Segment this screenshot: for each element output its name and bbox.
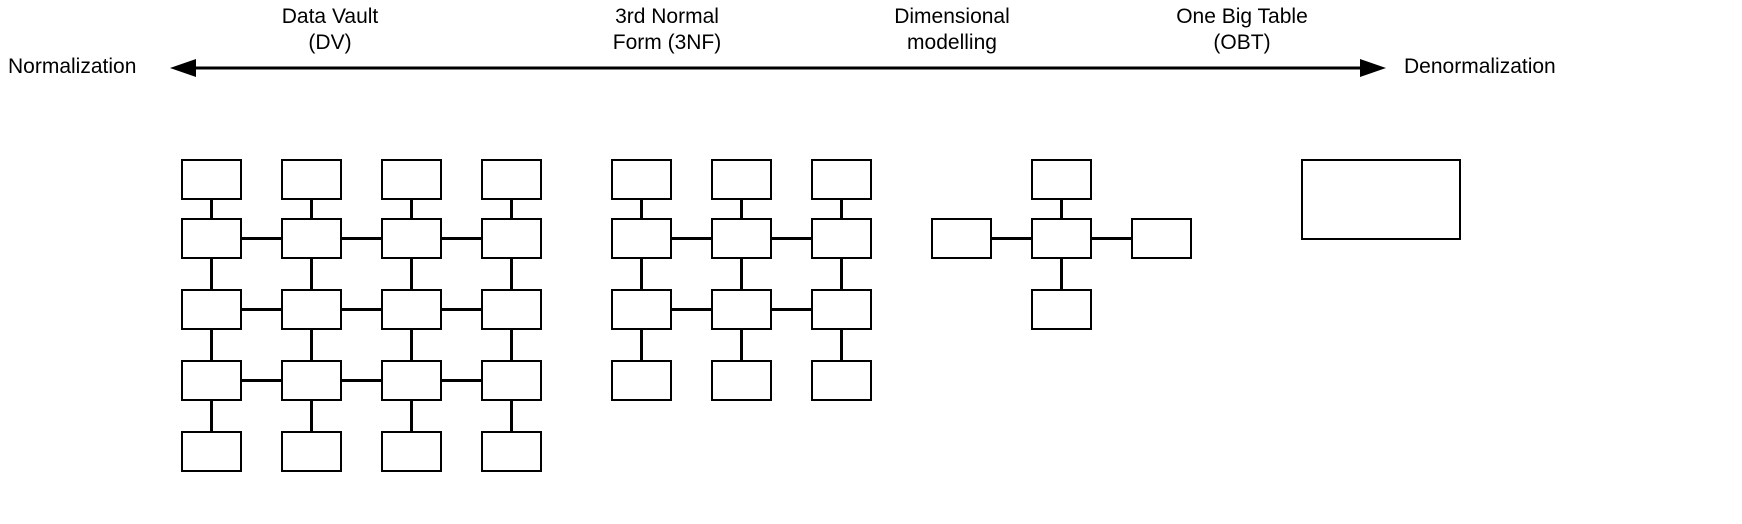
- connector-vertical: [640, 259, 643, 289]
- table-node: [811, 289, 872, 330]
- connector-horizontal: [672, 237, 711, 240]
- table-node: [181, 218, 242, 259]
- table-node: [611, 289, 672, 330]
- table-node: [811, 218, 872, 259]
- connector-vertical: [840, 259, 843, 289]
- table-node: [481, 289, 542, 330]
- connector-horizontal: [672, 308, 711, 311]
- table-node: [381, 431, 442, 472]
- table-node: [611, 360, 672, 401]
- table-node: [381, 159, 442, 200]
- table-node: [281, 360, 342, 401]
- connector-vertical: [410, 330, 413, 360]
- connector-horizontal: [242, 379, 281, 382]
- table-node: [481, 218, 542, 259]
- connector-horizontal: [442, 237, 481, 240]
- table-node: [481, 431, 542, 472]
- connector-horizontal: [242, 237, 281, 240]
- table-node: [711, 159, 772, 200]
- connector-horizontal: [442, 308, 481, 311]
- connector-vertical: [210, 330, 213, 360]
- connector-horizontal: [992, 237, 1031, 240]
- table-node: [1031, 289, 1092, 330]
- connector-horizontal: [772, 308, 811, 311]
- table-node: [1031, 159, 1092, 200]
- table-node: [711, 360, 772, 401]
- table-node: [711, 218, 772, 259]
- table-node: [611, 218, 672, 259]
- table-node: [481, 159, 542, 200]
- table-node: [281, 218, 342, 259]
- connector-vertical: [740, 200, 743, 218]
- connector-vertical: [210, 401, 213, 431]
- stage-label-dv: Data Vault (DV): [281, 5, 379, 54]
- connector-vertical: [210, 200, 213, 218]
- connector-vertical: [640, 200, 643, 218]
- connector-vertical: [840, 200, 843, 218]
- connector-vertical: [210, 259, 213, 289]
- table-node: [811, 159, 872, 200]
- connector-vertical: [510, 259, 513, 289]
- table-node: [811, 360, 872, 401]
- connector-vertical: [310, 200, 313, 218]
- connector-horizontal: [442, 379, 481, 382]
- connector-vertical: [640, 330, 643, 360]
- connector-vertical: [410, 200, 413, 218]
- table-node: [711, 289, 772, 330]
- table-node: [181, 360, 242, 401]
- table-node: [611, 159, 672, 200]
- connector-vertical: [510, 200, 513, 218]
- connector-vertical: [510, 330, 513, 360]
- table-node: [931, 218, 992, 259]
- normalization-spectrum-arrow: [170, 59, 1386, 77]
- table-node: [281, 289, 342, 330]
- stage-label-3nf: 3rd Normal Form (3NF): [612, 5, 722, 54]
- connector-vertical: [510, 401, 513, 431]
- connector-vertical: [410, 259, 413, 289]
- axis-label-normalization: Normalization: [8, 55, 137, 78]
- connector-vertical: [410, 401, 413, 431]
- table-node: [1131, 218, 1192, 259]
- connector-vertical: [840, 330, 843, 360]
- table-node: [181, 159, 242, 200]
- connector-horizontal: [342, 308, 381, 311]
- table-node: [181, 431, 242, 472]
- connector-vertical: [310, 259, 313, 289]
- connector-horizontal: [772, 237, 811, 240]
- connector-horizontal: [242, 308, 281, 311]
- connector-vertical: [740, 259, 743, 289]
- table-node: [181, 289, 242, 330]
- connector-horizontal: [342, 379, 381, 382]
- table-node: [381, 360, 442, 401]
- table-node: [281, 159, 342, 200]
- connector-vertical: [740, 330, 743, 360]
- table-node: [1301, 159, 1461, 240]
- stage-label-obt: One Big Table (OBT): [1176, 5, 1308, 54]
- table-node: [1031, 218, 1092, 259]
- stage-label-dimensional: Dimensional modelling: [894, 5, 1010, 54]
- connector-vertical: [310, 401, 313, 431]
- table-node: [381, 218, 442, 259]
- table-node: [381, 289, 442, 330]
- connector-horizontal: [342, 237, 381, 240]
- axis-label-denormalization: Denormalization: [1404, 55, 1556, 78]
- table-node: [281, 431, 342, 472]
- connector-vertical: [1060, 200, 1063, 218]
- connector-vertical: [310, 330, 313, 360]
- connector-vertical: [1060, 259, 1063, 289]
- connector-horizontal: [1092, 237, 1131, 240]
- table-node: [481, 360, 542, 401]
